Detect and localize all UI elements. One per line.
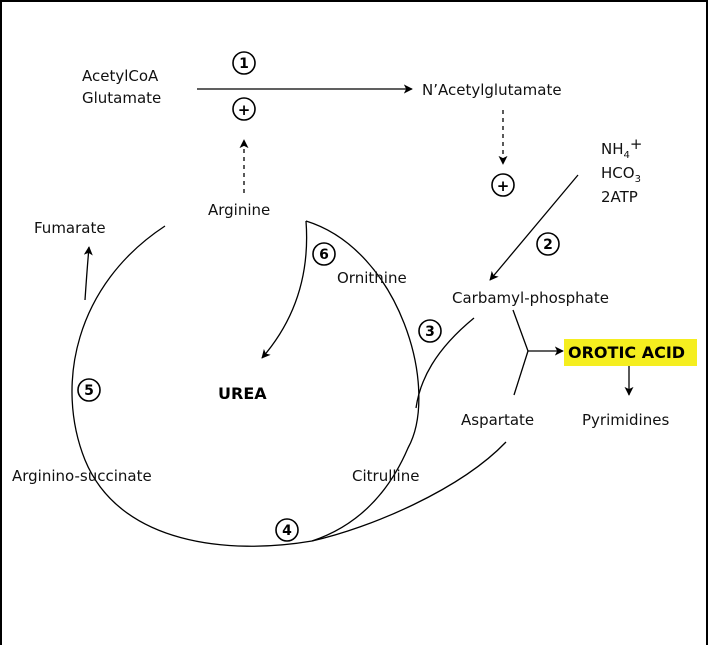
label-nacetylglutamate: N’Acetylglutamate	[422, 81, 562, 99]
label-acetylcoa: AcetylCoA	[82, 67, 159, 85]
svg-text:4: 4	[282, 523, 292, 539]
label-2atp: 2ATP	[601, 188, 638, 206]
step-1-activator: +	[232, 97, 256, 121]
label-urea: UREA	[218, 384, 267, 403]
label-hco3: HCO3	[601, 164, 641, 185]
label-arginine: Arginine	[208, 201, 270, 219]
step-1: 1	[232, 51, 256, 75]
label-ornithine: Ornithine	[337, 269, 407, 287]
svg-text:5: 5	[84, 383, 94, 399]
arc-ornithine-citrulline	[305, 220, 420, 542]
label-fumarate: Fumarate	[34, 219, 106, 237]
line-aspartate-join	[311, 441, 507, 542]
svg-text:3: 3	[425, 324, 435, 340]
step-6: 6	[312, 242, 336, 266]
line-carbamyl-join	[415, 317, 475, 409]
label-glutamate: Glutamate	[82, 89, 161, 107]
label-citrulline: Citrulline	[352, 467, 419, 485]
step-5: 5	[77, 378, 101, 402]
label-orotic-acid: OROTIC ACID	[568, 343, 685, 362]
label-aspartate: Aspartate	[461, 411, 534, 429]
label-argininosuccinate: Arginino-succinate	[12, 467, 152, 485]
label-carbamyl-phosphate: Carbamyl-phosphate	[452, 289, 609, 307]
label-pyrimidines: Pyrimidines	[582, 411, 669, 429]
line-carbamyl-to-branch	[512, 309, 529, 352]
svg-text:+: +	[238, 101, 251, 119]
line-aspartate-to-branch	[513, 350, 529, 396]
svg-text:+: +	[497, 177, 510, 195]
arc-argininosuccinate	[71, 225, 313, 547]
arrow-to-carbamyl-phosphate	[489, 174, 579, 281]
svg-text:2: 2	[543, 237, 553, 253]
svg-text:6: 6	[319, 247, 329, 263]
svg-text:1: 1	[239, 56, 249, 72]
step-3: 3	[418, 319, 442, 343]
orotic-acid-highlight	[564, 339, 697, 366]
step-4: 4	[275, 518, 299, 542]
label-nh4: NH4+	[601, 135, 642, 161]
arrow-to-urea	[261, 220, 308, 359]
step-2: 2	[536, 232, 560, 256]
arrow-to-fumarate	[83, 246, 93, 301]
step-2-activator: +	[491, 173, 515, 197]
